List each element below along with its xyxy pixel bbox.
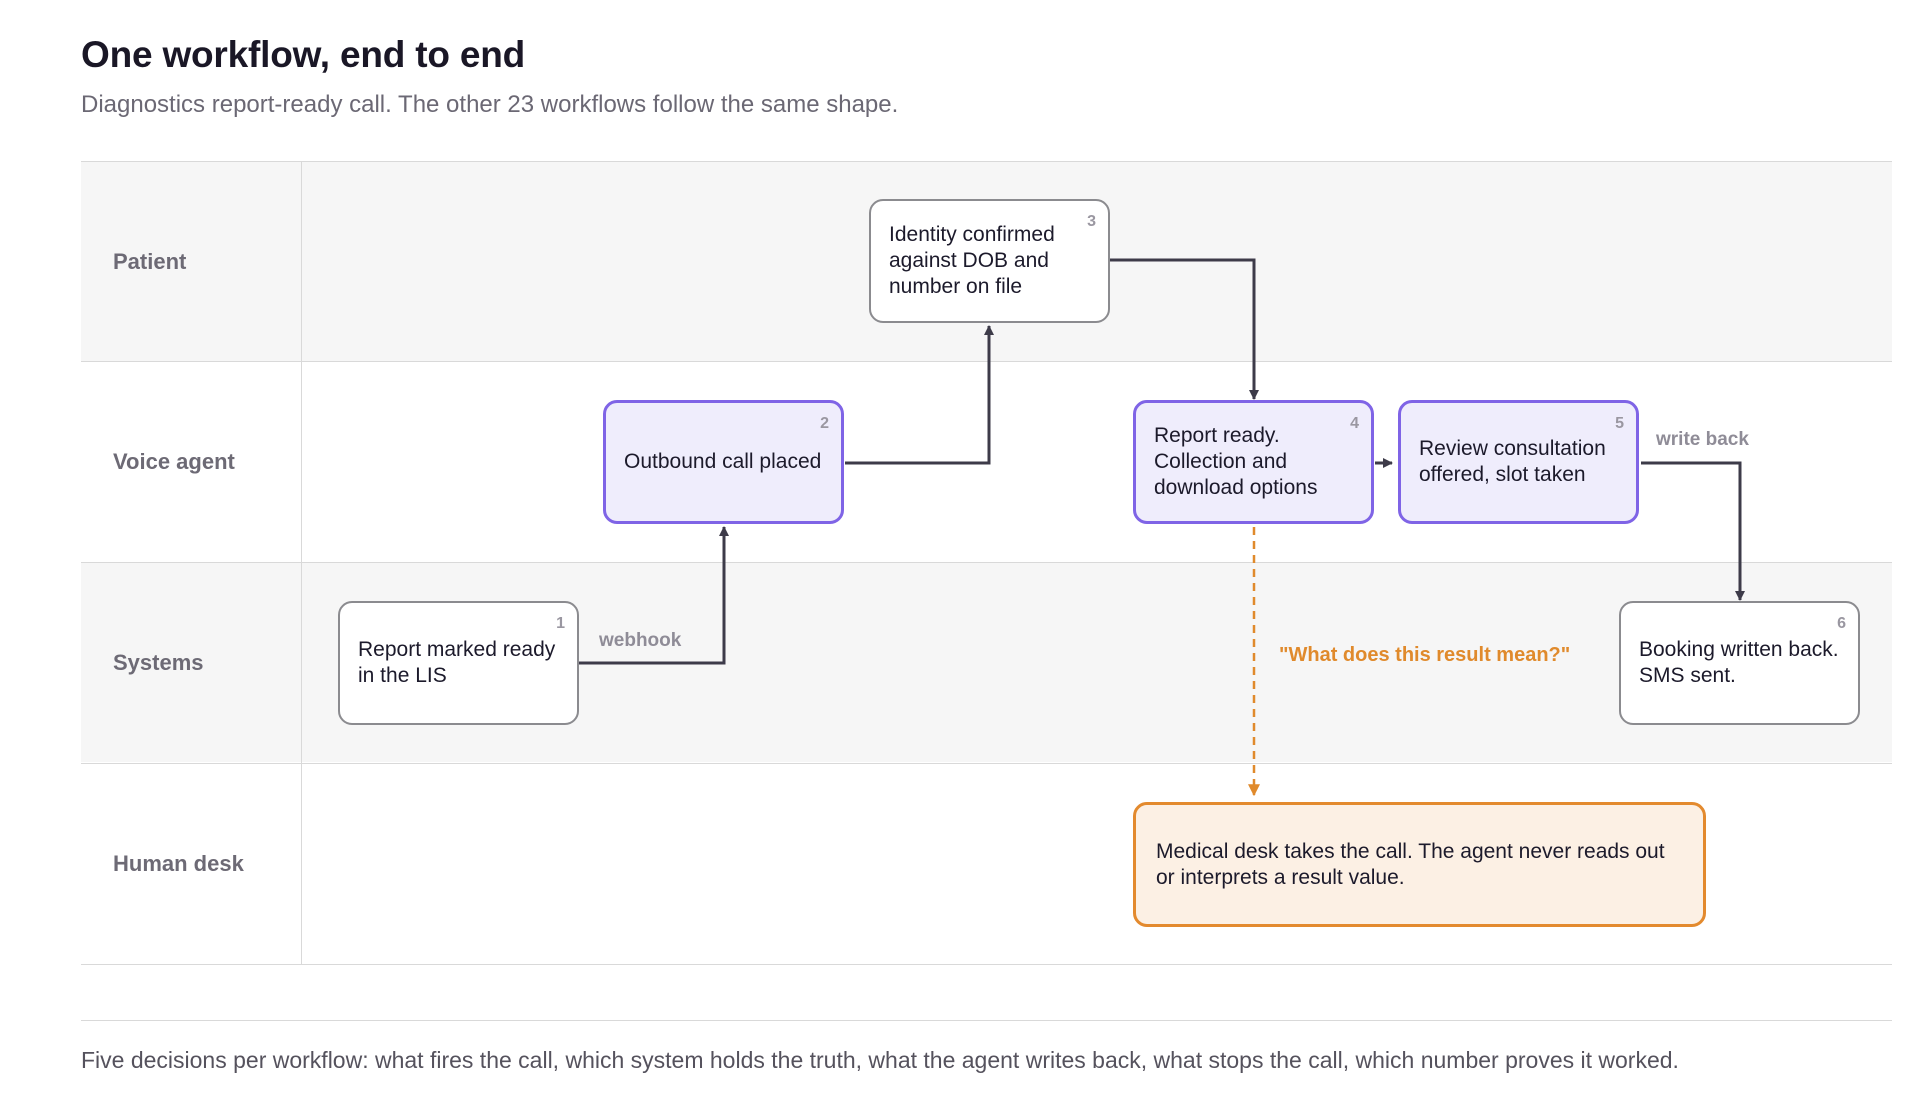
page-title: One workflow, end to end xyxy=(81,34,526,75)
step-number: 4 xyxy=(1350,415,1359,432)
step-text: Booking written back. SMS sent. xyxy=(1639,638,1839,687)
step-3-identity-confirmed: 3 Identity confirmed against DOB and num… xyxy=(869,199,1110,323)
step-number: 1 xyxy=(556,615,565,632)
lane-bottom-border xyxy=(81,964,1892,965)
step-text: Review consultation offered, slot taken xyxy=(1419,437,1606,486)
footer-divider xyxy=(81,1020,1892,1021)
step-number: 3 xyxy=(1087,213,1096,230)
lane-label-patient: Patient xyxy=(113,248,187,274)
step-1-report-marked-ready: 1 Report marked ready in the LIS xyxy=(338,601,579,725)
step-2-outbound-call: 2 Outbound call placed xyxy=(603,400,844,524)
lane-label-human-desk: Human desk xyxy=(113,850,244,876)
escalation-text: Medical desk takes the call. The agent n… xyxy=(1156,839,1665,889)
edge-label-webhook: webhook xyxy=(599,630,682,651)
connector-3-to-4 xyxy=(1110,258,1259,400)
step-text: Outbound call placed xyxy=(624,450,822,473)
step-number: 2 xyxy=(820,415,829,432)
step-4-report-ready: 4 Report ready. Collection and download … xyxy=(1133,400,1374,524)
step-5-review-consultation: 5 Review consultation offered, slot take… xyxy=(1398,400,1639,524)
step-text: Identity confirmed against DOB and numbe… xyxy=(889,223,1055,298)
step-number: 6 xyxy=(1837,615,1846,632)
human-desk-escalation-box: Medical desk takes the call. The agent n… xyxy=(1133,802,1706,927)
connector-2-to-3 xyxy=(845,325,994,465)
lane-label-systems: Systems xyxy=(113,649,204,675)
footer-note: Five decisions per workflow: what fires … xyxy=(81,1047,1679,1073)
page-subtitle: Diagnostics report-ready call. The other… xyxy=(81,91,899,118)
connector-5-to-6 xyxy=(1641,461,1745,601)
lane-voice-agent: Voice agent xyxy=(81,361,1892,561)
connector-1-to-2 xyxy=(579,526,729,665)
lane-label-voice-agent: Voice agent xyxy=(113,448,235,474)
edge-label-write-back: write back xyxy=(1656,429,1749,450)
step-number: 5 xyxy=(1615,415,1624,432)
lane-human-desk: Human desk xyxy=(81,763,1892,963)
step-text: Report marked ready in the LIS xyxy=(358,638,556,687)
step-text: Report ready. Collection and download op… xyxy=(1154,424,1318,499)
escalation-question: "What does this result mean?" xyxy=(1279,644,1571,666)
step-6-booking-written-back: 6 Booking written back. SMS sent. xyxy=(1619,601,1860,725)
lane-label-divider xyxy=(301,161,302,964)
